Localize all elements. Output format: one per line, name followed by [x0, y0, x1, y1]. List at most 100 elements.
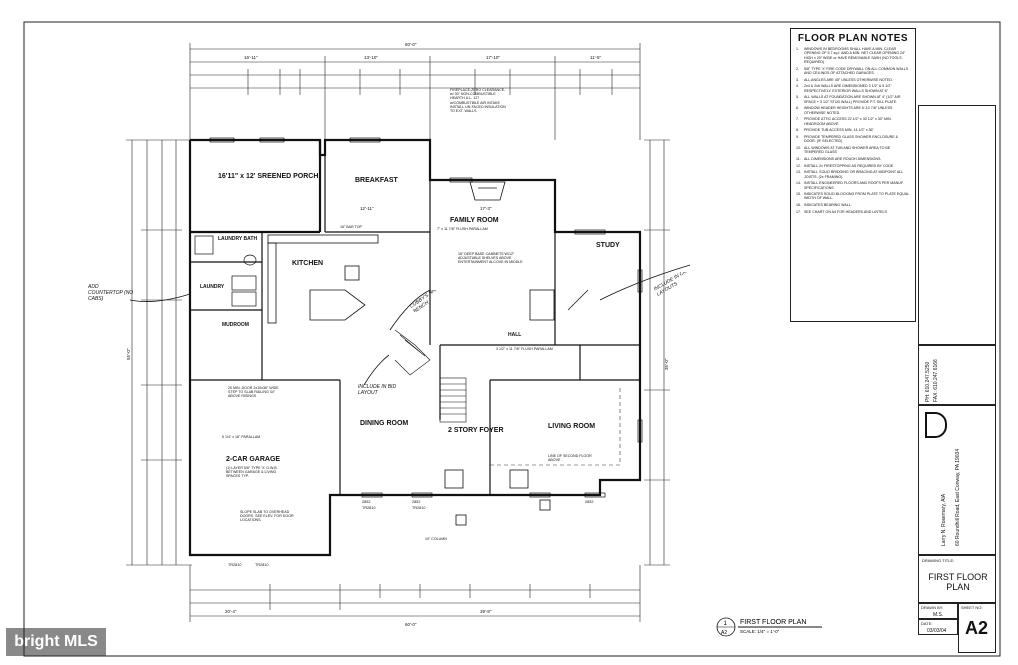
tb-phone: PH: 610.247.5250 — [925, 361, 931, 402]
caption-scale: SCALE: 1/4" = 1'-0" — [740, 629, 780, 634]
fireplace — [469, 181, 506, 201]
room-study: STUDY — [596, 242, 620, 249]
tb-sheet: SHEET NO: A2 — [958, 603, 996, 653]
note-number: 4. — [796, 84, 799, 89]
hand-add-countertop-box: ADD COUNTERTOP (NO CABS) — [88, 284, 134, 302]
tb-drawing-title-text: FIRST FLOOR PLAN — [928, 572, 988, 592]
window-tag: 2852 — [412, 500, 420, 504]
kitchen-fixtures — [267, 234, 555, 324]
hand-add-countertop: ADD COUNTERTOP (NO CABS) — [88, 284, 134, 302]
note-text: SEE CHART ON A4 FOR HEADERS AND LINTELS — [804, 209, 887, 214]
note-garage-box: (1) LAYER 5/8" TYPE 'X' G.W.B. BETWEEN G… — [226, 466, 278, 479]
room-garage: 2-CAR GARAGE — [226, 456, 280, 463]
note-shelves-box: 16" DEEP BASE CABINETS W/12" ADJUSTABLE … — [458, 252, 523, 264]
tb-date-label: DATE: — [921, 621, 933, 626]
note-second-floor: LINE OF SECOND FLOOR ABOVE — [548, 454, 592, 463]
note-item: 15.INDICATES SOLID BLOCKING FROM PLATE T… — [796, 192, 910, 201]
second-floor-line — [490, 388, 621, 466]
note-number: 3. — [796, 77, 799, 82]
note-item: 3. ALL ANGLES ARE 45° UNLESS OTHERWISE NO… — [796, 78, 910, 82]
window-tag: TR2810 — [412, 506, 426, 510]
note-item: 10.ALL WINDOWS AT TUB AND SHOWER AREA TO… — [796, 146, 910, 155]
window-tags: 2852 2852 2852 TR2810 TR2810 TR2810 TR28… — [228, 500, 593, 567]
note-parallam: 5 1/4" x 16" PARALLAM — [222, 435, 260, 439]
note-item: 16.INDICATES BEARING WALL. — [796, 203, 910, 207]
room-laundry: LAUNDRY — [200, 284, 225, 290]
window-tag: TR2810 — [255, 563, 269, 567]
stair — [394, 329, 467, 423]
tb-architect: Larry N. Rosemary, AIA 60 Roundhill Road… — [918, 405, 996, 555]
room-dining: DINING ROOM — [360, 420, 408, 427]
tb-sheet-label: SHEET NO: — [961, 605, 983, 610]
hand-cab: INCLUDE IN CAB. LAYOUTS — [652, 272, 692, 298]
caption-title: FIRST FLOOR PLAN — [740, 619, 806, 626]
note-number: 16. — [796, 203, 801, 208]
note-item: 5.ALL WALLS AT FOUNDATION ARE SHOWN AT 4… — [796, 95, 910, 104]
dim-top-4: 11'-5" — [590, 55, 602, 60]
tb-sheet-number: A2 — [965, 618, 989, 638]
window-tag: TR2810 — [228, 563, 242, 567]
window-tag: 2852 — [585, 500, 593, 504]
note-text: WINDOWS IN BEDROOMS SHALL HAVE A MIN. CL… — [804, 47, 906, 64]
caption-graphic: 1 A2 FIRST FLOOR PLAN SCALE: 1/4" = 1'-0… — [716, 617, 822, 637]
sheet-border — [23, 21, 1001, 657]
note-slope: SLOPE SLAB TO OVERHEAD DOORS. SEE ELEV. … — [240, 510, 294, 523]
tb-date-value: 03/03/04 — [927, 628, 947, 634]
hand-marks — [129, 264, 691, 386]
note-column: 10" COLUMN — [425, 537, 447, 541]
note-text: ALL ANGLES ARE 45° UNLESS OTHERWISE NOTE… — [804, 77, 893, 82]
dim-family-width: 17'-3" — [480, 206, 492, 211]
note-number: 10. — [796, 145, 801, 150]
firm-logo — [925, 412, 947, 438]
note-item: 1.WINDOWS IN BEDROOMS SHALL HAVE A MIN. … — [796, 47, 910, 64]
note-item: 8.PROVIDE TUB ACCESS MIN. 14 1/2" x 36" — [796, 128, 910, 132]
dim-bottom-2: 39'-8" — [480, 609, 492, 614]
note-number: 6. — [796, 106, 799, 111]
dim-overall-top: 60'-0" — [405, 42, 417, 47]
window-tag: TR2810 — [362, 506, 376, 510]
hand-include: INCLUDE IN BID LAYOUT — [358, 384, 397, 396]
room-kitchen: KITCHEN — [292, 260, 323, 267]
bottom-dimensions — [189, 565, 641, 622]
left-dimensions — [126, 139, 192, 566]
room-hall: HALL — [508, 332, 521, 338]
note-header-hall: 3 1/2" x 11 7/8" FLUSH PARALLAM — [496, 347, 553, 351]
notes-title: FLOOR PLAN NOTES — [797, 33, 909, 44]
tb-contact: PH: 610.247.5250 FAX: 610.247.6166 — [918, 345, 996, 405]
note-header-family: 7" x 11 7/8" FLUSH PARALLAM — [437, 227, 488, 231]
note-text: INSTALL 2x FIRESTOPPING AS REQUIRED BY C… — [804, 163, 895, 168]
drawing-caption: 1 A2 FIRST FLOOR PLAN SCALE: 1/4" = 1'-0… — [716, 614, 826, 640]
note-text: PROVIDE ATTIC ACCESS 22 1/2" x 30 1/2" x… — [804, 117, 892, 126]
note-garage: (1) LAYER 5/8" TYPE 'X' G.W.B. BETWEEN G… — [226, 466, 278, 479]
room-living: LIVING ROOM — [548, 423, 595, 430]
note-fireplace: FIREPLACE-ZERO CLEARANCE-w/ 30" NON-COMB… — [450, 88, 506, 114]
tb-drawn-by-label: DRAWN BY: — [921, 605, 944, 610]
dim-bottom-1: 20'-4" — [225, 609, 237, 614]
note-number: 5. — [796, 95, 799, 100]
dim-top-2: 13'-10" — [364, 55, 378, 60]
note-text: ALL WINDOWS AT TUB AND SHOWER AREA TO BE… — [804, 145, 891, 155]
note-text: INDICATES BEARING WALL. — [804, 203, 852, 208]
tb-address: 60 Roundhill Road, East Conway, PA 19034 — [955, 448, 961, 546]
tb-date: DATE: 03/03/04 — [918, 619, 958, 635]
note-item: 6.WINDOW HEADER HEIGHTS ARE 6'-10 7/8" U… — [796, 106, 910, 115]
bath-fixtures — [194, 235, 257, 307]
window-tag: 2852 — [362, 500, 370, 504]
hand-cubby-box: CUBBY'S RAISED BENCH — [408, 290, 447, 312]
tb-drawing-title: DRAWING TITLE: FIRST FLOOR PLAN — [918, 555, 996, 603]
note-item: 11.ALL DIMENSIONS ARE ROUGH DIMENSIONS. — [796, 157, 910, 161]
hand-annotations: ADD COUNTERTOP (NO CABS) INCLUDE IN BID … — [88, 272, 692, 396]
dim-right-overall: 35'-0" — [664, 358, 669, 370]
note-text: 5/8" TYPE 'X' FIRE CODE DRYWALL ON ALL C… — [804, 66, 909, 75]
room-family: FAMILY ROOM — [450, 217, 499, 224]
note-number: 12. — [796, 163, 801, 168]
note-text: INDICATES SOLID BLOCKING FROM PLATE TO P… — [804, 192, 909, 201]
note-bar-top: 16" BAR TOP — [340, 225, 363, 229]
caption-sheet: A2 — [721, 630, 727, 636]
note-number: 17. — [796, 209, 801, 214]
hand-cubby: CUBBY'S RAISED BENCH — [408, 290, 447, 312]
note-number: 11. — [796, 156, 801, 161]
note-item: 2.5/8" TYPE 'X' FIRE CODE DRYWALL ON ALL… — [796, 67, 910, 76]
